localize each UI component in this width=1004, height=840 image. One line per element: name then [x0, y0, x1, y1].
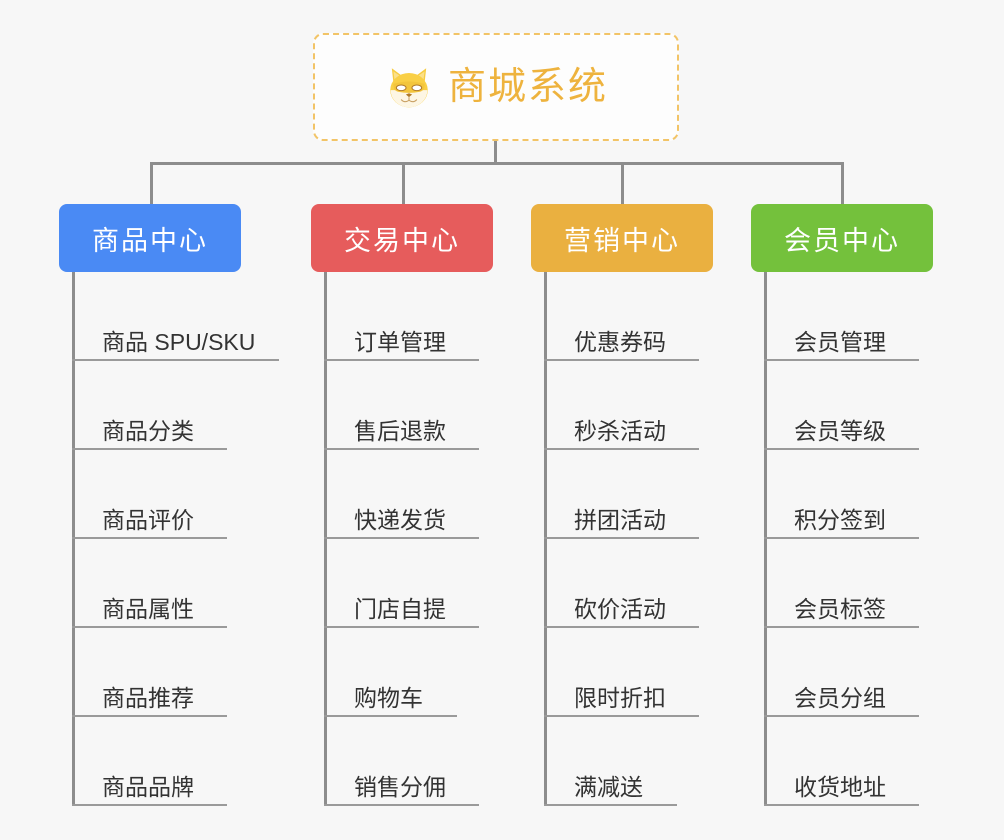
item-underline	[72, 537, 227, 539]
item-underline	[764, 359, 919, 361]
item-underline	[764, 448, 919, 450]
list-item[interactable]: 商品推荐	[72, 628, 255, 717]
item-underline	[544, 537, 699, 539]
item-underline	[324, 537, 479, 539]
item-underline	[324, 448, 479, 450]
item-underline	[764, 804, 919, 806]
branch-header-label: 会员中心	[784, 225, 900, 256]
list-item[interactable]: 秒杀活动	[544, 361, 699, 450]
item-underline	[544, 626, 699, 628]
item-underline	[764, 537, 919, 539]
branch-spine-3	[544, 272, 547, 806]
root-title: 商城系统	[447, 66, 608, 108]
list-item[interactable]: 砍价活动	[544, 539, 699, 628]
list-item[interactable]: 门店自提	[324, 539, 479, 628]
item-underline	[544, 359, 699, 361]
item-underline	[764, 626, 919, 628]
branch-header-label: 营销中心	[564, 225, 680, 256]
branch-header-label: 交易中心	[344, 225, 460, 256]
item-underline	[764, 715, 919, 717]
branch-column-2: 交易中心 订单管理 售后退款 快递发货 门店自提 购物车	[311, 204, 541, 806]
list-item[interactable]: 快递发货	[324, 450, 479, 539]
branch-column-1: 商品中心 商品 SPU/SKU 商品分类 商品评价 商品属性 商品推荐	[59, 204, 289, 806]
list-item[interactable]: 会员管理	[764, 272, 919, 361]
branch-items-3: 优惠券码 秒杀活动 拼团活动 砍价活动 限时折扣 满减送	[544, 272, 699, 806]
branch-spine-1	[72, 272, 75, 806]
branch-items-4: 会员管理 会员等级 积分签到 会员标签 会员分组 收货地址	[764, 272, 919, 806]
list-item[interactable]: 积分签到	[764, 450, 919, 539]
item-underline	[324, 804, 479, 806]
branch-header-label: 商品中心	[92, 225, 208, 256]
branch-header-2[interactable]: 交易中心	[311, 204, 493, 272]
branch-column-3: 营销中心 优惠券码 秒杀活动 拼团活动 砍价活动 限时折扣	[531, 204, 761, 806]
item-underline	[324, 626, 479, 628]
list-item[interactable]: 商品品牌	[72, 717, 255, 806]
shiba-dog-icon	[390, 68, 428, 108]
list-item[interactable]: 限时折扣	[544, 628, 699, 717]
branch-column-4: 会员中心 会员管理 会员等级 积分签到 会员标签 会员分组	[751, 204, 981, 806]
list-item[interactable]: 拼团活动	[544, 450, 699, 539]
connector-drop-branch-4	[841, 162, 844, 206]
item-underline	[544, 448, 699, 450]
item-underline	[72, 359, 279, 361]
branch-items-1: 商品 SPU/SKU 商品分类 商品评价 商品属性 商品推荐 商品品牌	[72, 272, 279, 806]
item-underline	[324, 359, 479, 361]
branch-header-3[interactable]: 营销中心	[531, 204, 713, 272]
list-item[interactable]: 会员标签	[764, 539, 919, 628]
item-underline	[324, 715, 457, 717]
list-item[interactable]: 满减送	[544, 717, 677, 806]
list-item[interactable]: 会员等级	[764, 361, 919, 450]
list-item[interactable]: 商品 SPU/SKU	[72, 272, 279, 361]
item-underline	[72, 448, 227, 450]
list-item[interactable]: 会员分组	[764, 628, 919, 717]
item-underline	[72, 804, 227, 806]
branch-spine-4	[764, 272, 767, 806]
item-underline	[72, 715, 227, 717]
list-item[interactable]: 售后退款	[324, 361, 479, 450]
root-node[interactable]: 商城系统	[313, 33, 679, 141]
branch-spine-2	[324, 272, 327, 806]
item-underline	[72, 626, 227, 628]
list-item[interactable]: 商品属性	[72, 539, 255, 628]
connector-horizontal-bus	[150, 162, 844, 165]
list-item[interactable]: 商品评价	[72, 450, 255, 539]
item-underline	[544, 715, 699, 717]
list-item[interactable]: 收货地址	[764, 717, 919, 806]
connector-drop-branch-1	[150, 162, 153, 206]
list-item[interactable]: 销售分佣	[324, 717, 479, 806]
connector-drop-branch-3	[621, 162, 624, 206]
branch-header-4[interactable]: 会员中心	[751, 204, 933, 272]
branch-header-1[interactable]: 商品中心	[59, 204, 241, 272]
list-item[interactable]: 购物车	[324, 628, 457, 717]
connector-root-stem	[494, 141, 497, 164]
list-item[interactable]: 优惠券码	[544, 272, 699, 361]
branch-items-2: 订单管理 售后退款 快递发货 门店自提 购物车 销售分佣	[324, 272, 479, 806]
list-item[interactable]: 订单管理	[324, 272, 479, 361]
item-underline	[544, 804, 677, 806]
list-item[interactable]: 商品分类	[72, 361, 255, 450]
connector-drop-branch-2	[402, 162, 405, 206]
